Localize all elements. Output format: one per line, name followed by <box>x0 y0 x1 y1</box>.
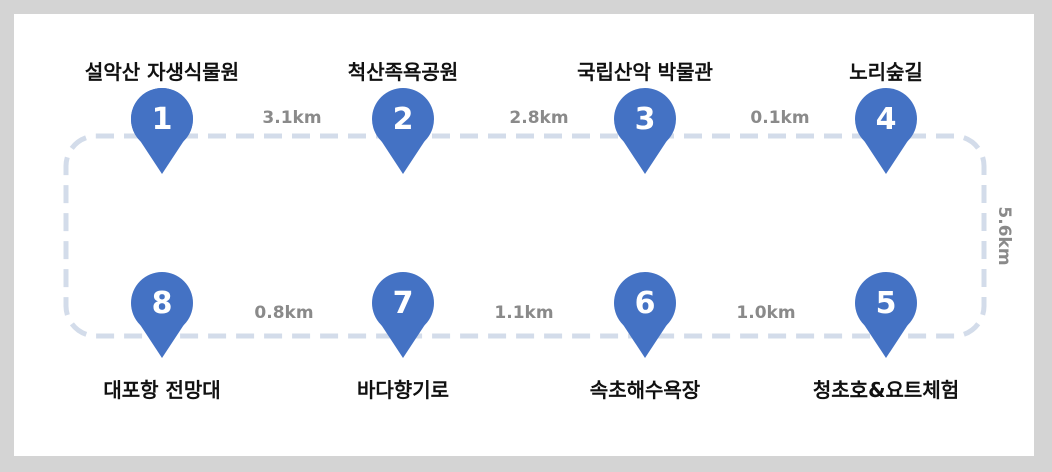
distance-label-1-2: 3.1km <box>262 108 322 128</box>
distance-label-4-5: 5.6km <box>994 206 1014 266</box>
pin-number: 1 <box>151 101 173 137</box>
map-pin-icon: 2 <box>372 88 434 176</box>
distance-label-7-8: 0.8km <box>254 303 314 323</box>
pin-number: 2 <box>392 101 414 137</box>
map-pin-icon: 1 <box>130 88 193 176</box>
map-pin-icon: 7 <box>372 272 434 360</box>
pin-number: 7 <box>392 285 414 321</box>
distance-label-3-4: 0.1km <box>750 108 810 128</box>
stop-name-5: 청초호&요트체험 <box>812 378 960 402</box>
distance-label-2-3: 2.8km <box>509 108 569 128</box>
stop-name-8: 대포항 전망대 <box>103 378 221 402</box>
route-line <box>63 133 987 339</box>
stop-name-2: 척산족욕공원 <box>347 60 459 84</box>
stop-name-7: 바다향기로 <box>357 378 449 402</box>
pin-number: 3 <box>634 101 656 137</box>
stop-name-4: 노리숲길 <box>849 60 923 84</box>
map-pin-icon: 8 <box>131 272 193 360</box>
map-pin-icon: 3 <box>614 88 676 176</box>
pin-number: 8 <box>151 285 173 321</box>
route-map-card: 설악산 자생식물원 척산족욕공원 국립산악 박물관 노리숲길 대포항 전망대 바… <box>14 14 1034 456</box>
pin-number: 6 <box>634 285 656 321</box>
distance-label-5-6: 1.0km <box>736 303 796 323</box>
pin-number: 5 <box>875 285 897 321</box>
stop-name-3: 국립산악 박물관 <box>577 60 713 84</box>
map-pin-icon: 5 <box>855 272 917 360</box>
distance-label-6-7: 1.1km <box>494 303 554 323</box>
pin-number: 4 <box>875 101 897 137</box>
stop-name-1: 설악산 자생식물원 <box>84 60 240 84</box>
stop-name-6: 속초해수욕장 <box>589 378 701 402</box>
map-pin-icon: 6 <box>614 272 676 360</box>
map-pin-icon: 4 <box>855 88 917 176</box>
